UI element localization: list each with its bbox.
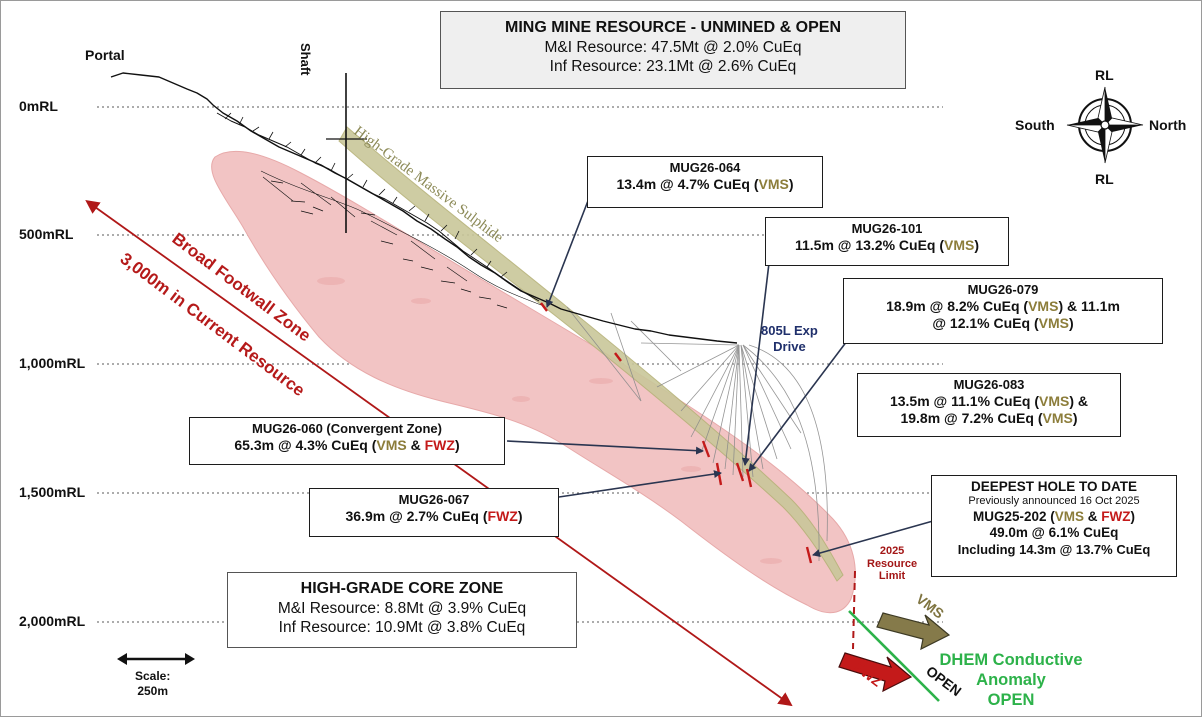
resource-summary-title: MING MINE RESOURCE - UNMINED & OPEN bbox=[504, 19, 841, 36]
resource-summary-inf: Inf Resource: 23.1Mt @ 2.6% CuEq bbox=[549, 58, 797, 76]
callout-mug26-060: MUG26-060 (Convergent Zone) 65.3m @ 4.3%… bbox=[189, 417, 505, 465]
dhem-anomaly-line bbox=[848, 610, 940, 702]
vms-arrow-label: VMS bbox=[913, 591, 947, 622]
deepest-hole-title: DEEPEST HOLE TO DATE bbox=[970, 479, 1138, 494]
leader-mug064 bbox=[545, 192, 592, 308]
rl-label-500: 500mRL bbox=[19, 226, 74, 242]
resource-limit-label: 2025 Resource Limit bbox=[867, 545, 918, 583]
callout-id: MUG26-079 bbox=[967, 282, 1039, 297]
callout-value-2: 19.8m @ 7.2% CuEq (VMS) bbox=[900, 409, 1078, 426]
callout-mug26-067: MUG26-067 36.9m @ 2.7% CuEq (FWZ) bbox=[309, 488, 559, 537]
exploration-drive-label: 805L Exp Drive bbox=[761, 323, 818, 355]
dhem-anomaly-label: DHEM Conductive Anomaly OPEN bbox=[939, 651, 1083, 709]
resource-summary-box: MING MINE RESOURCE - UNMINED & OPEN M&I … bbox=[440, 11, 906, 89]
vms-direction-arrow bbox=[876, 612, 951, 651]
leader-mug202 bbox=[812, 520, 934, 557]
callout-value: 36.9m @ 2.7% CuEq (FWZ) bbox=[345, 507, 523, 524]
rl-label-2000: 2,000mRL bbox=[19, 613, 86, 629]
callout-value-1: 13.5m @ 11.1% CuEq (VMS) & bbox=[889, 392, 1089, 409]
callout-value-2: @ 12.1% CuEq (VMS) bbox=[932, 314, 1074, 331]
deepest-hole-id: MUG25-202 (VMS & FWZ) bbox=[972, 508, 1136, 524]
deepest-hole-including: Including 14.3m @ 13.7% CuEq bbox=[957, 541, 1151, 557]
core-zone-mi: M&I Resource: 8.8Mt @ 3.9% CuEq bbox=[277, 600, 527, 617]
callout-id: MUG26-060 (Convergent Zone) bbox=[252, 421, 442, 436]
rl-label-1000: 1,000mRL bbox=[19, 355, 86, 371]
leader-mug101 bbox=[741, 262, 770, 466]
resource-summary-mi: M&I Resource: 47.5Mt @ 2.0% CuEq bbox=[544, 39, 802, 56]
callout-mug26-101: MUG26-101 11.5m @ 13.2% CuEq (VMS) bbox=[765, 217, 1009, 266]
callout-mug25-202: DEEPEST HOLE TO DATE Previously announce… bbox=[931, 475, 1177, 577]
resource-ore-body bbox=[211, 150, 856, 614]
scale-label: Scale: 250m bbox=[135, 669, 171, 698]
compass-right-label: North bbox=[1149, 117, 1187, 133]
compass-left-label: South bbox=[1015, 117, 1055, 133]
compass-top-label: RL bbox=[1095, 67, 1114, 83]
leader-mug060 bbox=[506, 440, 704, 455]
callout-id: MUG26-064 bbox=[669, 160, 741, 175]
compass-bottom-label: RL bbox=[1095, 171, 1114, 187]
callout-value-1: 18.9m @ 8.2% CuEq (VMS) & 11.1m bbox=[886, 297, 1120, 314]
callout-leaders bbox=[506, 192, 934, 557]
shaft-label: Shaft bbox=[298, 43, 313, 76]
callout-id: MUG26-083 bbox=[953, 377, 1025, 392]
callout-mug26-079: MUG26-079 18.9m @ 8.2% CuEq (VMS) & 11.1… bbox=[843, 278, 1163, 344]
core-zone-title: HIGH-GRADE CORE ZONE bbox=[300, 580, 504, 597]
portal-label: Portal bbox=[85, 47, 125, 63]
rl-label-1500: 1,500mRL bbox=[19, 484, 86, 500]
callout-id: MUG26-101 bbox=[851, 221, 923, 236]
fwz-direction-arrow bbox=[838, 652, 913, 693]
deepest-hole-value: 49.0m @ 6.1% CuEq bbox=[989, 525, 1119, 541]
core-zone-inf: Inf Resource: 10.9Mt @ 3.8% CuEq bbox=[278, 619, 526, 637]
callout-value: 65.3m @ 4.3% CuEq (VMS & FWZ) bbox=[234, 436, 460, 453]
callout-value: 11.5m @ 13.2% CuEq (VMS) bbox=[794, 236, 980, 253]
callout-mug26-083: MUG26-083 13.5m @ 11.1% CuEq (VMS) & 19.… bbox=[857, 373, 1121, 437]
deepest-hole-note: Previously announced 16 Oct 2025 bbox=[968, 495, 1140, 508]
callout-mug26-064: MUG26-064 13.4m @ 4.7% CuEq (VMS) bbox=[587, 156, 823, 208]
leader-mug079 bbox=[748, 340, 848, 472]
core-zone-box: HIGH-GRADE CORE ZONE M&I Resource: 8.8Mt… bbox=[227, 572, 577, 648]
compass-icon bbox=[1066, 86, 1144, 164]
rl-label-0: 0mRL bbox=[19, 98, 58, 114]
leader-mug067 bbox=[558, 470, 722, 498]
callout-value: 13.4m @ 4.7% CuEq (VMS) bbox=[616, 175, 794, 192]
resource-limit-line bbox=[852, 570, 856, 650]
callout-id: MUG26-067 bbox=[398, 492, 470, 507]
